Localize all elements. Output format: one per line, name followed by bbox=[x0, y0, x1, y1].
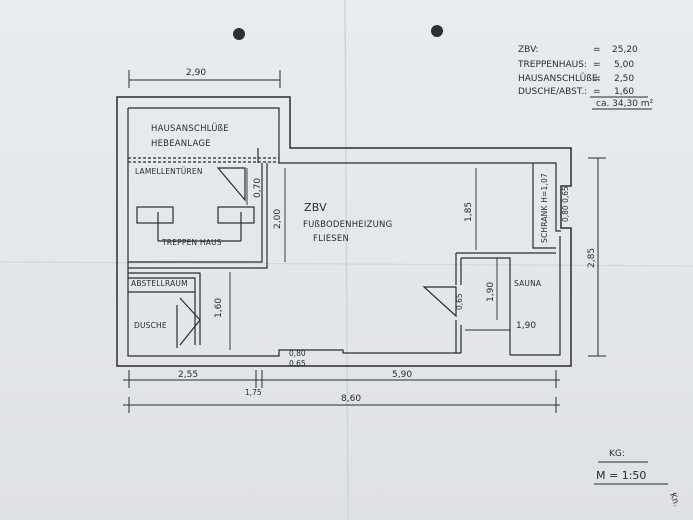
label-lamellentueren: LAMELLENTÜREN bbox=[135, 167, 203, 176]
treppenhaus-wall-outer bbox=[128, 163, 268, 269]
inner-wall-top bbox=[128, 107, 561, 232]
area-label-3: DUSCHE/ABST.: bbox=[518, 87, 587, 97]
area-eq-3: = bbox=[593, 87, 601, 97]
dim-190-v: 1,90 bbox=[486, 282, 496, 302]
punch-hole-left bbox=[233, 28, 245, 40]
area-label-1: TREPPENHAUS: bbox=[517, 60, 587, 70]
floor-label: KG: bbox=[609, 449, 625, 459]
stair-right bbox=[217, 206, 255, 224]
inner-wall-left-bottom bbox=[127, 108, 461, 357]
dim-bottom-175: 1,75 bbox=[245, 388, 262, 397]
label-fussbodenheizung: FUßBODENHEIZUNG bbox=[303, 220, 392, 230]
label-hausanschluss: HAUSANSCHLÜßE bbox=[151, 123, 229, 134]
dim-080-065-right: 0,80 0,65 bbox=[561, 186, 570, 222]
dim-200: 2,00 bbox=[273, 209, 283, 229]
paper-fold bbox=[344, 0, 349, 520]
area-total: ca. 34,30 m² bbox=[596, 99, 654, 109]
door-065: 0,65 bbox=[289, 359, 306, 368]
inner-wall-right bbox=[510, 236, 561, 356]
label-abstellraum: ABSTELLRAUM bbox=[131, 279, 188, 288]
label-hebeanlage: HEBEANLAGE bbox=[151, 139, 211, 149]
area-value-3: 1,60 bbox=[614, 87, 634, 97]
dim-bottom-255: 2,55 bbox=[178, 370, 198, 380]
area-table: ZBV: = 25,20 TREPPENHAUS: = 5,00 HAUSANS… bbox=[517, 45, 654, 110]
dim-285: 2,85 bbox=[587, 248, 597, 268]
treppenhaus-wall bbox=[128, 163, 263, 263]
dim-bottom-590: 5,90 bbox=[392, 370, 412, 380]
area-eq-2: = bbox=[593, 74, 601, 84]
area-label-2: HAUSANSCHLÜßE: bbox=[518, 73, 601, 84]
dim-160: 1,60 bbox=[214, 298, 224, 318]
sauna-door bbox=[422, 286, 457, 318]
punch-hole-right bbox=[431, 25, 443, 37]
label-zbv: ZBV bbox=[304, 201, 327, 214]
label-dusche: DUSCHE bbox=[134, 321, 167, 330]
abstell-wall-inner bbox=[128, 277, 196, 345]
outer-wall bbox=[116, 96, 572, 367]
dim-top-width: 2,90 bbox=[186, 68, 206, 78]
area-label-0: ZBV: bbox=[518, 45, 539, 55]
door-080: 0,80 bbox=[289, 349, 306, 358]
outer-dimensions bbox=[123, 70, 606, 413]
label-sauna: SAUNA bbox=[514, 279, 542, 288]
area-value-1: 5,00 bbox=[614, 60, 634, 70]
label-schrank: SCHRANK H=1,07 bbox=[540, 173, 549, 243]
schrank-wall bbox=[532, 163, 556, 249]
paper-fold-horizontal bbox=[0, 261, 693, 267]
area-eq-0: = bbox=[593, 45, 601, 55]
title-block: KG: M = 1:50 Kn. bbox=[594, 449, 681, 508]
sauna-inner bbox=[461, 257, 511, 355]
dusche-door bbox=[179, 297, 201, 346]
dim-185: 1,85 bbox=[464, 202, 474, 222]
label-treppenhaus: TREPPEN HAUS bbox=[161, 238, 222, 247]
treppenhaus-door bbox=[216, 167, 246, 202]
dim-065: 0,65 bbox=[455, 293, 464, 310]
dim-070: 0,70 bbox=[253, 178, 263, 198]
dim-bottom-860: 8,60 bbox=[341, 394, 361, 404]
dim-190-h: 1,90 bbox=[516, 321, 536, 331]
label-fliesen: FLIESEN bbox=[313, 234, 349, 244]
abstell-wall bbox=[128, 272, 201, 345]
signature: Kn. bbox=[667, 492, 681, 509]
area-value-2: 2,50 bbox=[614, 74, 634, 84]
area-value-0: 25,20 bbox=[612, 45, 638, 55]
area-eq-1: = bbox=[593, 60, 601, 70]
scale-label: M = 1:50 bbox=[596, 469, 646, 482]
walls bbox=[116, 96, 572, 367]
stair-left bbox=[136, 206, 174, 224]
